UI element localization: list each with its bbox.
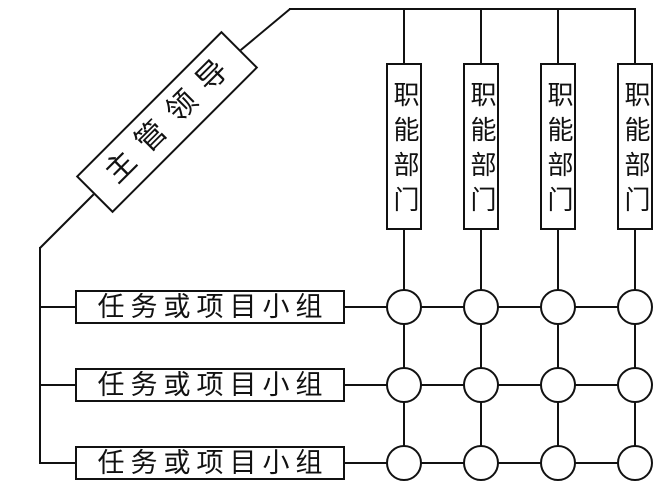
matrix-node-circle — [386, 445, 422, 481]
leader-top-diagonal-line — [235, 8, 291, 55]
matrix-node-circle — [540, 289, 576, 325]
team-box-1: 任务或项目小组 — [75, 290, 345, 324]
department-box-2: 职能部门 — [463, 63, 499, 230]
matrix-node-circle — [463, 445, 499, 481]
department-box-4: 职能部门 — [617, 63, 653, 230]
matrix-node-circle — [463, 289, 499, 325]
team-box-3: 任务或项目小组 — [75, 446, 345, 480]
matrix-node-circle — [386, 367, 422, 403]
team-box-2: 任务或项目小组 — [75, 368, 345, 402]
matrix-node-circle — [617, 367, 653, 403]
matrix-nodes-group — [386, 289, 653, 481]
matrix-node-circle — [540, 445, 576, 481]
department-box-1: 职能部门 — [386, 63, 422, 230]
matrix-node-circle — [463, 367, 499, 403]
matrix-node-circle — [617, 289, 653, 325]
leader-bottom-diagonal-line — [39, 189, 99, 249]
matrix-node-circle — [386, 289, 422, 325]
matrix-node-circle — [617, 445, 653, 481]
matrix-node-circle — [540, 367, 576, 403]
department-box-3: 职能部门 — [540, 63, 576, 230]
